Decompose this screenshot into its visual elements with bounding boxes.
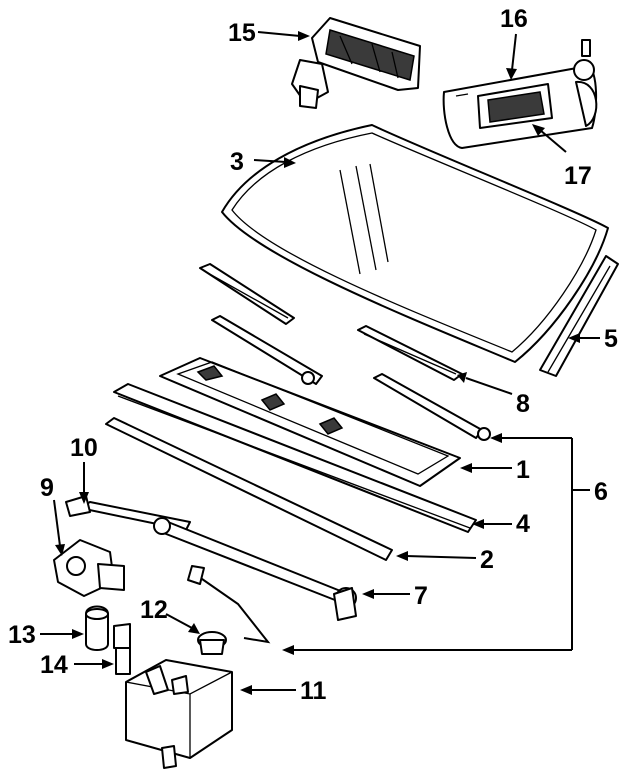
callout-2: 2 bbox=[480, 546, 494, 574]
callout-8: 8 bbox=[516, 390, 530, 418]
washer-hose bbox=[187, 565, 271, 644]
wiper-arm-right bbox=[373, 373, 491, 441]
wiper-linkage bbox=[79, 501, 357, 621]
callout-labels: 15 16 17 3 5 8 1 6 4 2 7 10 9 12 13 14 1… bbox=[8, 5, 618, 705]
callout-12: 12 bbox=[140, 596, 168, 624]
callout-7: 7 bbox=[414, 582, 428, 610]
callout-5: 5 bbox=[604, 325, 618, 353]
washer-reservoir bbox=[125, 659, 233, 769]
reservoir-cap bbox=[197, 631, 227, 655]
callout-9: 9 bbox=[40, 474, 54, 502]
callout-16: 16 bbox=[500, 5, 528, 33]
wiper-motor bbox=[53, 539, 125, 597]
washer-pump bbox=[85, 605, 109, 651]
callout-1: 1 bbox=[516, 456, 530, 484]
sun-visor bbox=[442, 39, 598, 149]
callout-17: 17 bbox=[564, 162, 592, 190]
windshield-glass bbox=[221, 124, 609, 363]
cowl-panel bbox=[159, 357, 461, 487]
cowl-top-strip bbox=[113, 383, 477, 533]
callout-14: 14 bbox=[40, 651, 68, 679]
callout-15: 15 bbox=[228, 19, 256, 47]
pivot-link bbox=[65, 495, 91, 517]
callout-3: 3 bbox=[230, 148, 244, 176]
callout-11: 11 bbox=[300, 677, 327, 705]
callout-4: 4 bbox=[516, 510, 530, 538]
side-moulding bbox=[539, 255, 619, 377]
leader-lines bbox=[40, 31, 600, 695]
rear-view-mirror bbox=[291, 17, 421, 109]
wiper-arm-left bbox=[211, 315, 323, 385]
callout-10: 10 bbox=[70, 434, 98, 462]
hose-connector bbox=[113, 623, 131, 675]
cowl-seal bbox=[105, 417, 393, 561]
wiper-blade-left bbox=[199, 263, 295, 325]
callout-13: 13 bbox=[8, 621, 36, 649]
callout-6: 6 bbox=[594, 478, 608, 506]
